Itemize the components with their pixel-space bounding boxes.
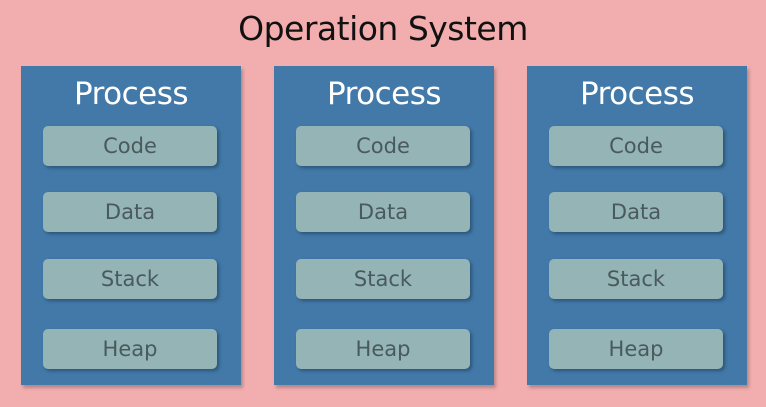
process-title-1: Process	[73, 76, 189, 112]
segment-heap: Heap	[43, 329, 217, 369]
segment-data: Data	[296, 192, 470, 232]
process-title-2: Process	[326, 76, 442, 112]
operation-system-title: Operation System	[238, 9, 528, 48]
process-title-3: Process	[579, 76, 695, 112]
segment-data: Data	[549, 192, 723, 232]
segment-code: Code	[296, 126, 470, 166]
segment-data: Data	[43, 192, 217, 232]
segment-code: Code	[43, 126, 217, 166]
segment-heap: Heap	[296, 329, 470, 369]
segment-stack: Stack	[43, 259, 217, 299]
segment-stack: Stack	[549, 259, 723, 299]
segment-heap: Heap	[549, 329, 723, 369]
segment-code: Code	[549, 126, 723, 166]
segment-stack: Stack	[296, 259, 470, 299]
